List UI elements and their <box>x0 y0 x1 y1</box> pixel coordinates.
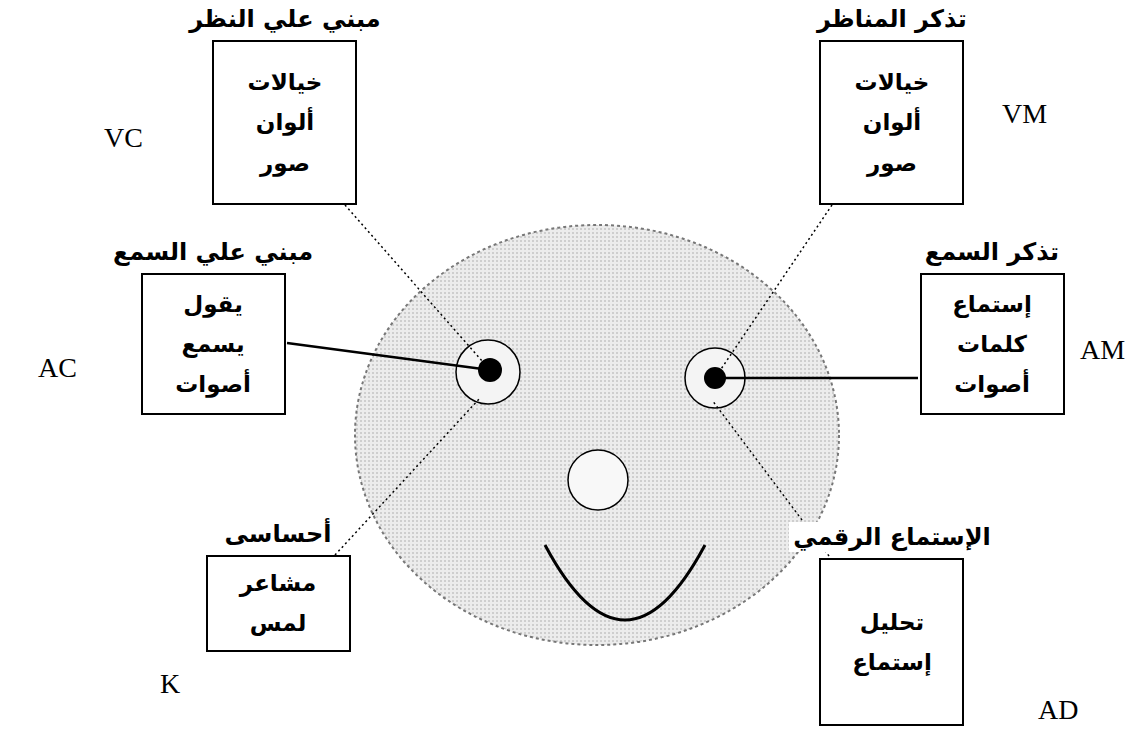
label-group: مبني علي النظر خيالات ألوان صور <box>185 4 384 205</box>
left-pupil <box>478 358 502 382</box>
code-label: AD <box>1036 694 1080 726</box>
leader-line <box>715 377 918 380</box>
leader-line <box>715 205 832 378</box>
leader-line <box>335 398 480 555</box>
label-group: تذكر السمع إستماع كلمات أصوات <box>920 237 1065 415</box>
label-group: مبني علي السمع يقول يسمع أصوات <box>109 237 317 415</box>
text-box: خيالات ألوان صور <box>819 40 964 205</box>
code-label: AC <box>36 352 79 384</box>
code-label: VC <box>102 122 145 154</box>
label-group: الإستماع الرقمي تحليل إستماع <box>789 522 995 726</box>
face-outline <box>355 225 839 645</box>
code-label: VM <box>1000 98 1049 130</box>
leader-line <box>287 343 490 370</box>
box-heading: مبني علي النظر <box>185 4 384 34</box>
leader-line <box>345 205 490 370</box>
label-group: أحساسى مشاعر لمس <box>206 519 351 652</box>
nose <box>568 450 628 510</box>
box-text: مشاعر لمس <box>240 563 316 644</box>
smile <box>545 545 705 620</box>
box-heading: تذكر السمع <box>921 237 1063 267</box>
text-box: إستماع كلمات أصوات <box>920 273 1065 415</box>
code-label: AM <box>1078 334 1127 366</box>
box-text: إستماع كلمات أصوات <box>952 284 1032 405</box>
leader-lines <box>287 205 918 560</box>
right-pupil <box>704 367 726 389</box>
text-box: مشاعر لمس <box>206 555 351 652</box>
box-text: يقول يسمع أصوات <box>175 284 251 405</box>
label-group: تذكر المناظر خيالات ألوان صور <box>813 4 971 205</box>
box-text: خيالات ألوان صور <box>855 62 930 183</box>
box-heading: الإستماع الرقمي <box>789 522 995 552</box>
box-text: خيالات ألوان صور <box>248 62 323 183</box>
text-box: خيالات ألوان صور <box>212 40 357 205</box>
text-box: يقول يسمع أصوات <box>141 273 286 415</box>
code-label: K <box>158 668 182 700</box>
box-heading: مبني علي السمع <box>109 237 317 267</box>
box-heading: أحساسى <box>221 519 336 549</box>
box-heading: تذكر المناظر <box>813 4 971 34</box>
left-eye <box>456 340 520 404</box>
box-text: تحليل إستماع <box>852 602 932 683</box>
text-box: تحليل إستماع <box>819 558 964 726</box>
